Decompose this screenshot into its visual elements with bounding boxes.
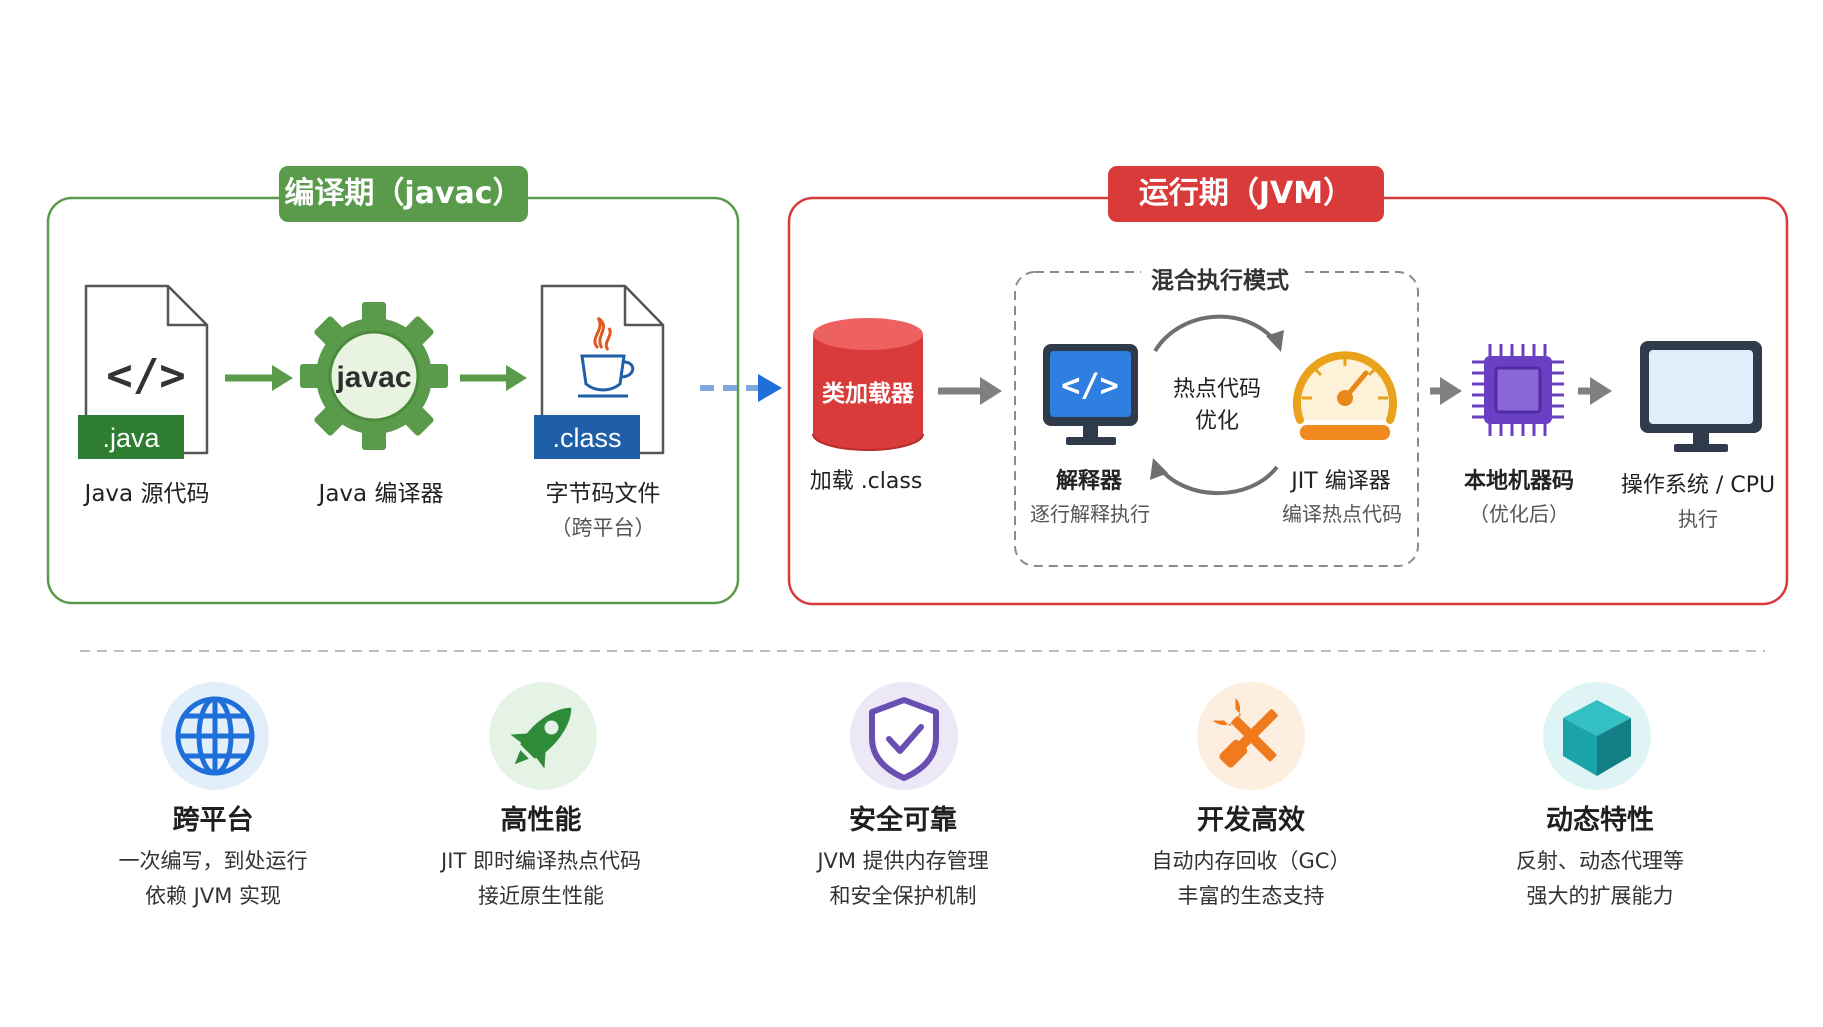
feature-line: 一次编写，到处运行 <box>118 849 308 873</box>
jit-speedometer-icon <box>1293 351 1397 440</box>
feature-line: 接近原生性能 <box>478 884 604 908</box>
os-label: 操作系统 / CPU <box>1620 473 1776 498</box>
feature-line: 丰富的生态支持 <box>1177 884 1325 908</box>
arrow-native-to-os <box>1578 377 1612 405</box>
native-code-label: 本地机器码 <box>1463 469 1575 494</box>
svg-text:</>: </> <box>106 350 185 401</box>
native-code-sub: （优化后） <box>1469 502 1569 526</box>
bytecode-file-label: 字节码文件 <box>545 481 661 507</box>
feature-title-dynamic: 动态特性 <box>1546 805 1654 836</box>
jit-sub: 编译热点代码 <box>1282 502 1402 526</box>
feature-line: 依赖 JVM 实现 <box>144 884 282 908</box>
java-source-file-icon: </> .java <box>78 284 209 459</box>
class-badge-text: .class <box>552 423 621 453</box>
feature-line: JIT 即时编译热点代码 <box>441 849 641 873</box>
feature-line: 强大的扩展能力 <box>1526 884 1674 908</box>
arrow-mixed-to-native <box>1430 377 1462 405</box>
runtime-phase-frame <box>787 196 1789 606</box>
hotspot-text-line2: 优化 <box>1194 409 1240 434</box>
hotspot-cycle-arrows <box>1150 314 1284 495</box>
class-loader-cylinder-icon: 类加载器 <box>812 318 924 451</box>
runtime-phase-title: 运行期（JVM） <box>1108 166 1384 222</box>
feature-icon-globe <box>161 682 269 790</box>
hotspot-text-line1: 热点代码 <box>1172 377 1262 402</box>
java-compiler-label: Java 编译器 <box>318 481 444 507</box>
javac-badge-text: javac <box>335 361 411 394</box>
interpreter-sub: 逐行解释执行 <box>1030 502 1150 526</box>
feature-line: JVM 提供内存管理 <box>817 849 989 873</box>
interpreter-monitor-icon: </> <box>1043 344 1138 445</box>
java-source-label: Java 源代码 <box>84 481 210 507</box>
class-loader-text: 类加载器 <box>822 381 915 407</box>
feature-icon-shield <box>850 682 958 790</box>
mixed-mode-title: 混合执行模式 <box>1141 261 1299 295</box>
java-badge-text: .java <box>102 423 160 453</box>
os-monitor-icon <box>1640 341 1762 452</box>
cpu-chip-icon <box>1472 344 1564 436</box>
feature-line: 自动内存回收（GC） <box>1151 849 1351 873</box>
feature-title-cross-platform: 跨平台 <box>172 805 254 836</box>
jit-label: JIT 编译器 <box>1291 469 1391 494</box>
class-file-icon: .class <box>534 284 665 459</box>
arrow-compile-to-runtime <box>700 374 782 402</box>
javac-gear-icon: javac <box>300 302 448 450</box>
feature-title-performance: 高性能 <box>500 805 582 836</box>
feature-icon-tools <box>1197 682 1305 790</box>
bytecode-file-sub: （跨平台） <box>550 516 656 540</box>
svg-text:</>: </> <box>1061 366 1119 404</box>
feature-icon-cube <box>1543 682 1651 790</box>
feature-title-productivity: 开发高效 <box>1197 805 1305 836</box>
feature-line: 和安全保护机制 <box>829 884 977 908</box>
arrow-compiler-to-class <box>460 365 527 391</box>
compile-phase-title: 编译期（javac） <box>279 166 528 222</box>
feature-line: 反射、动态代理等 <box>1516 849 1684 873</box>
os-sub: 执行 <box>1678 507 1718 531</box>
class-loader-label: 加载 .class <box>809 469 923 494</box>
arrow-loader-to-mixed <box>938 377 1002 405</box>
feature-icon-rocket <box>489 682 597 790</box>
feature-title-security: 安全可靠 <box>849 805 957 836</box>
interpreter-label: 解释器 <box>1055 469 1123 494</box>
arrow-source-to-compiler <box>225 365 293 391</box>
